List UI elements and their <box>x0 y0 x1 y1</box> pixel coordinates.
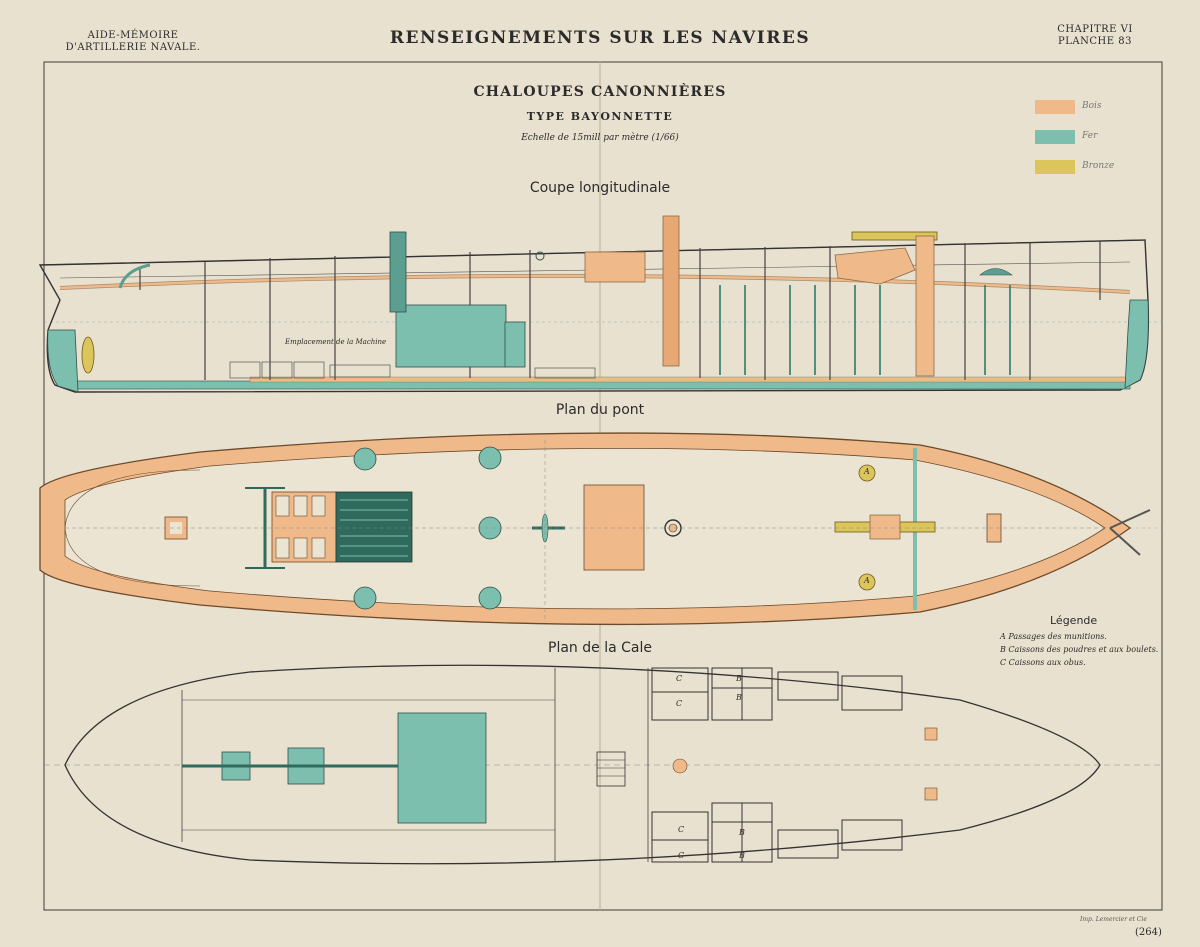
machine-annotation: Emplacement de la Machine <box>285 338 387 346</box>
hold-label-b1: B <box>736 674 742 683</box>
hold-plan <box>44 664 1162 865</box>
hold-label-b4: B <box>739 851 745 860</box>
hold-engine <box>397 712 487 824</box>
hold-label-c2: C <box>676 699 683 708</box>
mast <box>662 215 680 367</box>
gun-barrel <box>851 231 938 241</box>
longitudinal-section <box>38 215 1162 393</box>
page-number: (264) <box>1135 927 1162 938</box>
engine-grating <box>335 491 413 563</box>
section-title-longitudinal: Coupe longitudinale <box>529 180 671 196</box>
key-label-wood: Bois <box>1082 101 1102 111</box>
header-left-line1: AIDE-MÉMOIRE <box>87 30 179 41</box>
section-title-deck: Plan du pont <box>555 402 645 418</box>
hold-label-c4: C <box>678 851 685 860</box>
plate-subtitle: TYPE BAYONNETTE <box>526 110 674 123</box>
gun-carriage <box>834 247 916 285</box>
hold-label-c3: C <box>678 825 685 834</box>
key-label-iron: Fer <box>1082 131 1098 141</box>
swatch-wood <box>1035 100 1075 114</box>
deck-label-a2: A <box>864 576 870 585</box>
header-right-line2: PLANCHE 83 <box>1058 36 1132 47</box>
plate-scale: Echelle de 15mill par mètre (1/66) <box>521 133 679 143</box>
swatch-bronze <box>1035 160 1075 174</box>
header-left: AIDE-MÉMOIRE D'ARTILLERIE NAVALE. <box>58 30 208 54</box>
header-right-line1: CHAPITRE VI <box>1057 24 1133 35</box>
funnel <box>389 231 407 313</box>
hold-label-b2: B <box>736 693 742 702</box>
section-title-hold: Plan de la Cale <box>548 640 652 656</box>
swatch-iron <box>1035 130 1075 144</box>
key-label-bronze: Bronze <box>1082 161 1115 171</box>
legend-item-c: C Caissons aux obus. <box>1000 658 1086 667</box>
legend-item-a: A Passages des munitions. <box>1000 632 1107 641</box>
header-right: CHAPITRE VI PLANCHE 83 <box>1020 24 1170 48</box>
legend-title: Légende <box>1050 614 1098 627</box>
header-center-title: RENSEIGNEMENTS SUR LES NAVIRES <box>389 28 811 48</box>
legend-item-b: B Caissons des poudres et aux boulets. <box>1000 645 1159 654</box>
hold-label-c1: C <box>676 674 683 683</box>
deck-plan <box>39 432 1162 626</box>
hold-label-b3: B <box>739 828 745 837</box>
deckhouse <box>583 484 645 571</box>
engine-block <box>395 304 507 368</box>
plate-title: CHALOUPES CANONNIÈRES <box>473 84 727 100</box>
header-left-line2: D'ARTILLERIE NAVALE. <box>65 42 201 53</box>
printer-credit: Imp. Lemercier et Cie <box>1080 916 1147 923</box>
deck-label-a1: A <box>864 467 870 476</box>
